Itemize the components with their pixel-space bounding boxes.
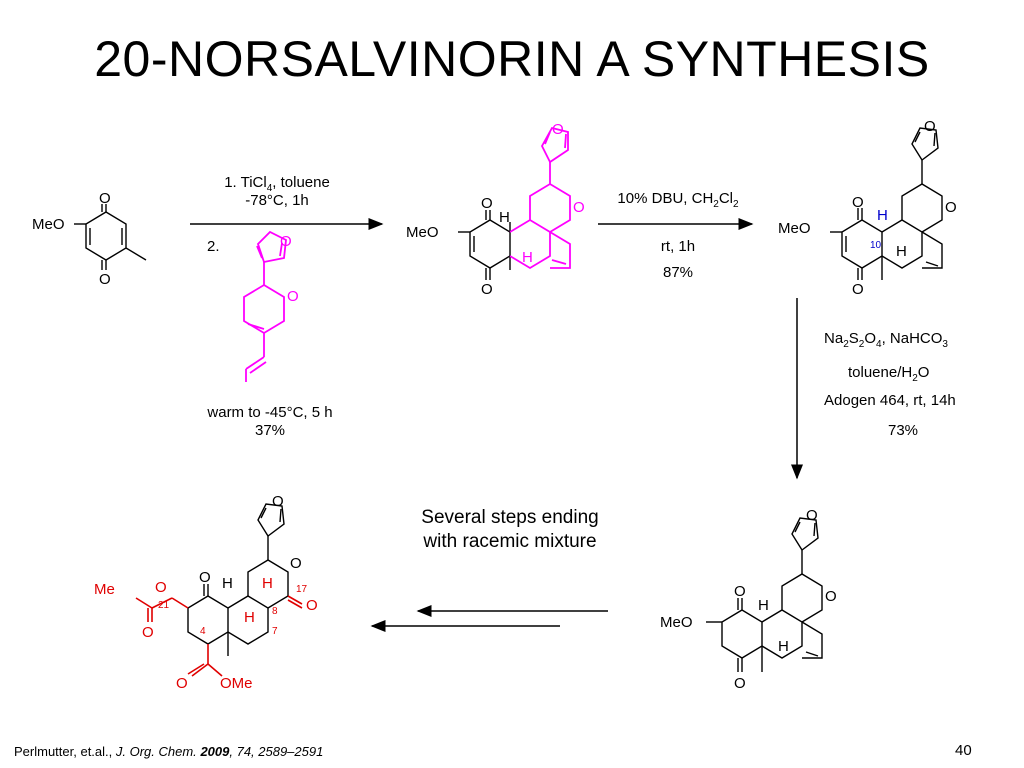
page-title: 20-NORSALVINORIN A SYNTHESIS (94, 31, 930, 87)
step3-line1: Na2S2O4, NaHCO3 (824, 330, 948, 354)
epimer-c10-label: 10 (870, 240, 882, 251)
quinone-o-bottom: O (99, 271, 111, 288)
norsal-c4-label: 4 (200, 626, 206, 637)
citation: Perlmutter, et.al., J. Org. Chem. 2009, … (14, 744, 323, 759)
step1-line1: 1. TiCl4, toluene (192, 174, 362, 198)
step1-line1-suffix: , toluene (272, 174, 330, 191)
quinone-structure (74, 204, 147, 270)
step4-line2: with racemic mixture (423, 531, 597, 552)
step3-r2-b: O (917, 364, 930, 381)
page-number: 40 (955, 742, 972, 759)
norsal-o-ketone: O (199, 569, 211, 586)
step1-line4: warm to -45°C, 5 h (207, 404, 333, 421)
norsal-o-ester: O (155, 579, 167, 596)
reduced-o-top: O (734, 583, 746, 600)
reduced-structure (706, 517, 823, 672)
norsal-o-methylester: O (176, 675, 188, 692)
step3-line3: Adogen 464, rt, 14h (824, 392, 956, 409)
epimer-h-blue: H (877, 207, 888, 224)
adduct-meo: MeO (406, 224, 439, 241)
epimer-structure (830, 127, 943, 280)
step3-r2-a: toluene/H (848, 364, 913, 381)
step3-r1-a: Na (824, 330, 844, 347)
adduct-magenta-part (509, 126, 571, 270)
norsal-o-lactone: O (306, 597, 318, 614)
step1-line1-sub: 4 (266, 183, 273, 194)
step2-line1: 10% DBU, CH2Cl2 (598, 190, 758, 214)
step3-line2: toluene/H2O (848, 364, 929, 388)
quinone-meo: MeO (32, 216, 65, 233)
step3-r1-c: O (864, 330, 876, 347)
norsal-c8-label: 8 (272, 606, 278, 617)
epimer-h-bottom: H (896, 243, 907, 260)
norsal-h-red-top: H (262, 575, 273, 592)
adduct-o-bottom: O (481, 281, 493, 298)
step2-line1-sub2: 2 (733, 199, 739, 210)
epimer-furan-o: O (924, 118, 936, 135)
adduct-o-top: O (481, 195, 493, 212)
step3-r1-s1: 2 (843, 339, 849, 350)
adduct-h-top: H (499, 209, 510, 226)
epimer-o-bottom: O (852, 281, 864, 298)
norsal-ome: OMe (220, 675, 253, 692)
norsal-h-top: H (222, 575, 233, 592)
norsal-c21-label: 21 (158, 600, 170, 611)
reduced-o-bottom: O (734, 675, 746, 692)
epimer-o-top: O (852, 194, 864, 211)
citation-year: 2009 (200, 744, 230, 759)
step3-r2-s: 2 (912, 373, 918, 384)
step3-r1-s4: 3 (942, 339, 948, 350)
step3-r1-s2: 2 (858, 339, 865, 350)
step2-yield: 87% (662, 264, 694, 281)
quinone-o-top: O (99, 190, 111, 207)
step3-yield: 73% (888, 422, 919, 439)
diene-furan-o: O (280, 233, 292, 250)
norsal-c7-label: 7 (272, 626, 278, 637)
step3-r1-b: S (848, 330, 859, 347)
reduced-h-bottom: H (778, 638, 789, 655)
step3-r1-d: , NaHCO (881, 330, 943, 347)
norsal-c17-label: 17 (296, 584, 308, 595)
reduced-meo: MeO (660, 614, 693, 631)
norsalvinorin-red (135, 595, 303, 677)
epimer-meo: MeO (778, 220, 811, 237)
reduced-h-top: H (758, 597, 769, 614)
step4-line1: Several steps ending (421, 507, 599, 528)
citation-details: , 74, 2589–2591 (229, 744, 324, 759)
adduct-furan-o: O (552, 121, 564, 138)
reduced-ring-o: O (825, 588, 837, 605)
diene-reagent-structure (243, 230, 287, 382)
step1-line3: 2. (207, 238, 220, 255)
step4-note: Several steps ending with racemic mixtur… (390, 506, 630, 554)
step3-r1-s3: 4 (876, 339, 882, 350)
reduced-furan-o: O (806, 507, 818, 524)
epimer-ring-o: O (945, 199, 957, 216)
step2-line1-mid: Cl (718, 190, 734, 207)
step2-line1-sub1: 2 (713, 199, 719, 210)
diene-pyran-o: O (287, 288, 299, 305)
norsal-o-lactone-ring: O (290, 555, 302, 572)
adduct-h-magenta: H (522, 249, 533, 266)
adduct-ring-o: O (573, 199, 585, 216)
citation-authors: Perlmutter, et.al., (14, 744, 113, 759)
step1-yield: 37% (254, 422, 286, 439)
norsal-o-carbonyl: O (142, 624, 154, 641)
citation-journal: J. Org. Chem. (115, 744, 197, 759)
step1-line1-prefix: 1. TiCl (224, 174, 267, 191)
norsal-h-red-bottom: H (244, 609, 255, 626)
step1-line2: -78°C, 1h (245, 192, 309, 209)
step2-line2: rt, 1h (660, 238, 696, 255)
step2-line1-prefix: 10% DBU, CH (617, 190, 714, 207)
norsal-me: Me (94, 581, 115, 598)
norsal-furan-o: O (272, 493, 284, 510)
